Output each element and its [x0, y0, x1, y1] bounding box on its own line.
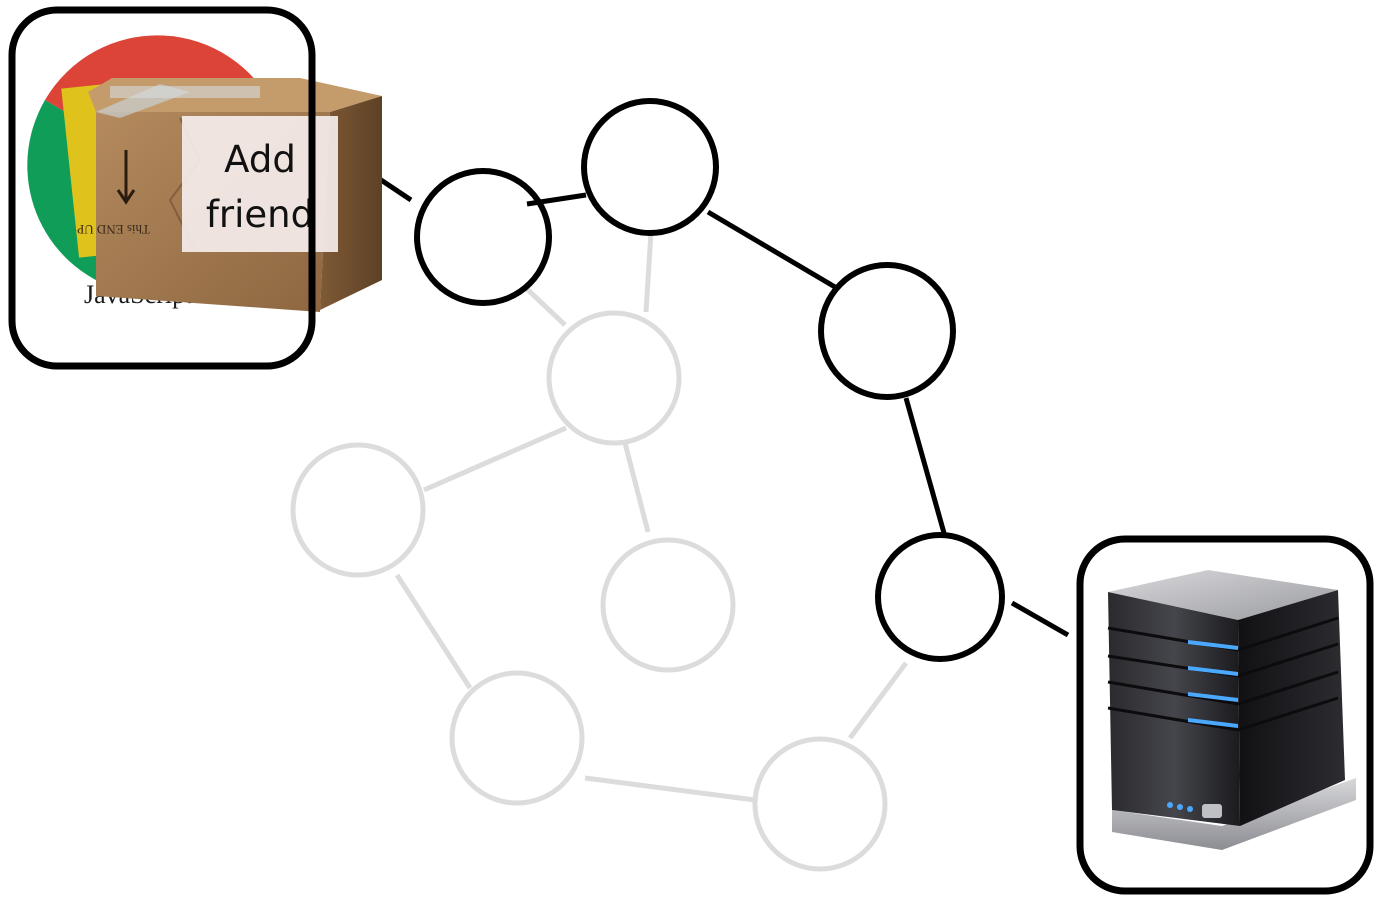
server-panel: [1076, 535, 1374, 895]
active-route: [376, 98, 1070, 662]
box-writing: This END UP: [77, 222, 150, 237]
inactive-node: [290, 442, 426, 578]
active-node: [581, 98, 719, 236]
active-node: [414, 168, 552, 306]
inactive-link: [847, 661, 909, 740]
server-tower-icon: [1107, 570, 1356, 850]
inactive-link: [584, 775, 756, 803]
inactive-node: [600, 537, 736, 673]
inactive-link: [524, 286, 567, 327]
inactive-link: [394, 573, 473, 690]
active-link: [376, 175, 413, 203]
inactive-link: [643, 231, 654, 313]
inactive-link: [622, 442, 651, 533]
note-line-2: friend: [206, 193, 314, 236]
inactive-network: [290, 231, 909, 872]
inactive-link: [422, 425, 568, 493]
inactive-node: [752, 736, 888, 872]
inactive-node: [449, 670, 585, 806]
inactive-node: [546, 310, 682, 446]
active-node: [875, 532, 1005, 662]
browser-panel-border: [8, 6, 316, 370]
note-line-1: Add: [224, 138, 296, 181]
active-node: [818, 262, 956, 400]
active-link: [903, 397, 947, 534]
active-link: [706, 209, 837, 290]
active-link: [1010, 600, 1070, 638]
